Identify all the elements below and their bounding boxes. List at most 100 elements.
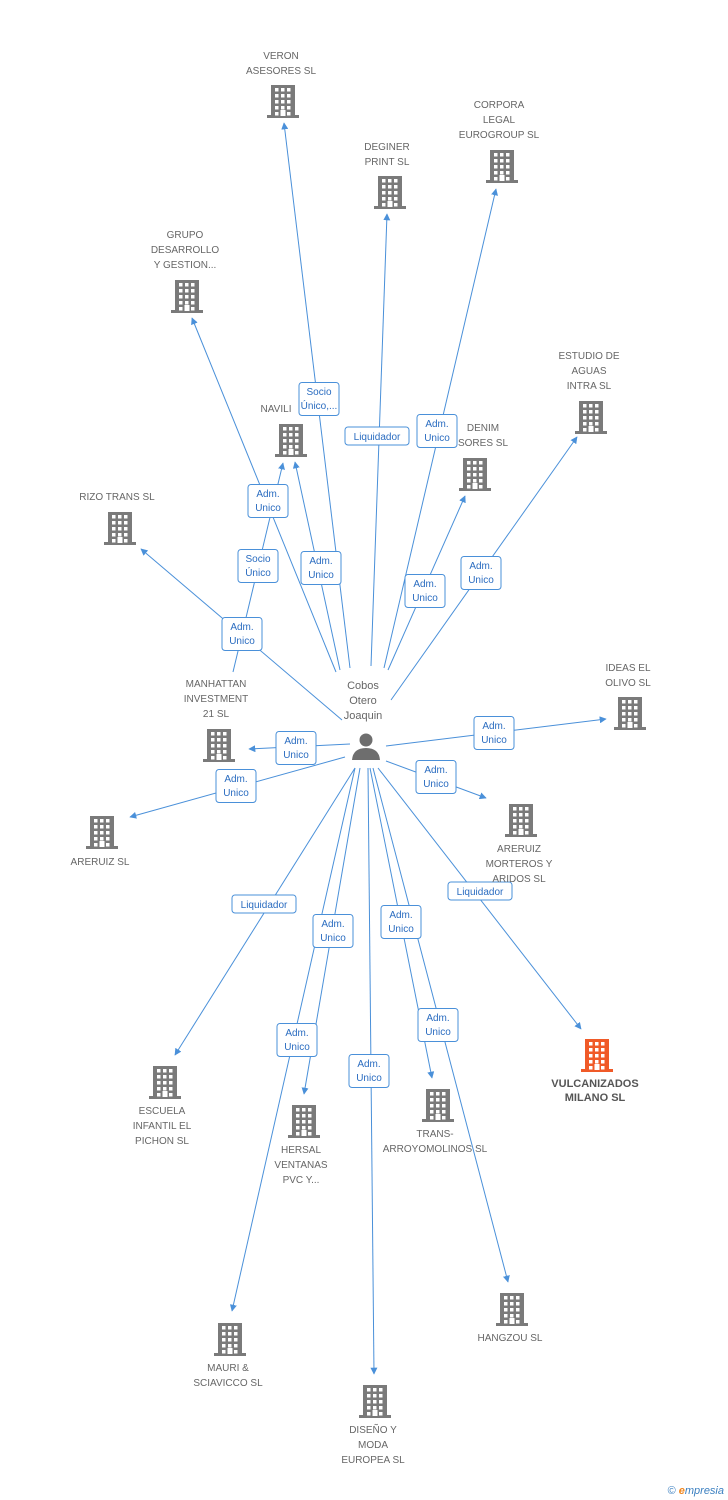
- company-name-line: DESARROLLO: [151, 245, 220, 256]
- edge-labels-layer: SocioÚnico,...LiquidadorAdm.UnicoAdm.Uni…: [215, 382, 515, 1088]
- edge-label-navili[interactable]: Adm.Unico: [300, 551, 342, 585]
- building-icon[interactable]: [288, 1105, 320, 1138]
- edge-label-mauri[interactable]: Adm.Unico: [276, 1023, 318, 1057]
- edge-label-areruiz[interactable]: Adm.Unico: [215, 769, 257, 803]
- company-name-line: PICHON SL: [135, 1136, 189, 1147]
- edge-label-text: Unico: [320, 933, 346, 944]
- edge-label-deginer[interactable]: Liquidador: [344, 426, 410, 446]
- company-name-line: DISEÑO Y: [349, 1423, 397, 1436]
- building-icon[interactable]: [581, 1039, 613, 1072]
- person-name-line: Joaquin: [344, 710, 383, 722]
- company-node-hersal[interactable]: HERSAL VENTANAS PVC Y...: [274, 1105, 328, 1186]
- building-icon[interactable]: [505, 804, 537, 837]
- edge-label-text: Adm.: [321, 919, 344, 930]
- company-name-line: HERSAL: [281, 1145, 321, 1156]
- edge-label-text: Adm.: [256, 489, 279, 500]
- edge-label-box: [276, 1023, 318, 1057]
- edge-label-text: Adm.: [224, 774, 247, 785]
- empresia-watermark[interactable]: ©empresia: [668, 1485, 724, 1497]
- edge-label-denim[interactable]: Adm.Unico: [404, 574, 446, 608]
- edge-label-veron[interactable]: SocioÚnico,...: [298, 382, 340, 416]
- edge-label-box: [404, 574, 446, 608]
- building-icon[interactable]: [486, 150, 518, 183]
- building-icon[interactable]: [459, 458, 491, 491]
- edge-label-estudio[interactable]: Adm.Unico: [460, 556, 502, 590]
- edge-label-rizo[interactable]: Adm.Unico: [221, 617, 263, 651]
- edge-label-hangzou[interactable]: Adm.Unico: [417, 1008, 459, 1042]
- edge-label-corpora[interactable]: Adm. Unico: [416, 414, 458, 448]
- edge-label-box: [247, 484, 289, 518]
- building-icon[interactable]: [214, 1323, 246, 1356]
- company-name-line: RIZO TRANS SL: [79, 492, 155, 503]
- company-name-line: MILANO SL: [565, 1092, 626, 1104]
- building-icon[interactable]: [374, 176, 406, 209]
- edge-label-grupo[interactable]: Adm.Unico: [247, 484, 289, 518]
- building-icon[interactable]: [203, 729, 235, 762]
- building-icon[interactable]: [575, 401, 607, 434]
- building-icon[interactable]: [171, 280, 203, 313]
- building-icon[interactable]: [149, 1066, 181, 1099]
- person-name-line: Otero: [349, 695, 377, 707]
- edge-label-box: [221, 617, 263, 651]
- company-name-line: ARIDOS SL: [492, 874, 546, 885]
- edge-label-text: Unico: [283, 750, 309, 761]
- company-name-line: PVC Y...: [283, 1175, 320, 1186]
- building-icon[interactable]: [104, 512, 136, 545]
- company-name-line: SORES SL: [458, 438, 508, 449]
- building-icon[interactable]: [275, 424, 307, 457]
- edge-label-text: Adm.: [230, 622, 253, 633]
- edge-label-ideas[interactable]: Adm.Unico: [473, 716, 515, 750]
- building-icon[interactable]: [422, 1089, 454, 1122]
- edge-label-diseno[interactable]: Adm.Unico: [348, 1054, 390, 1088]
- edge-label-text: Adm.: [425, 419, 448, 430]
- edge-label-box: [312, 914, 354, 948]
- building-icon[interactable]: [496, 1293, 528, 1326]
- edge-label-box: [231, 894, 297, 914]
- edge-label-areruiz_mort[interactable]: Adm.Unico: [415, 760, 457, 794]
- company-name-line: VENTANAS: [274, 1160, 327, 1171]
- edge-label-text: Liquidador: [241, 900, 288, 911]
- edge-label-box: [237, 549, 279, 583]
- company-node-rizo[interactable]: RIZO TRANS SL: [79, 492, 155, 545]
- building-icon[interactable]: [614, 697, 646, 730]
- edge-label-hersal[interactable]: Adm. Unico: [312, 914, 354, 948]
- company-name-line: VERON: [263, 51, 299, 62]
- edge-label-box: [215, 769, 257, 803]
- company-name-line: ESTUDIO DE: [558, 351, 619, 362]
- company-name-line: HANGZOU SL: [477, 1333, 542, 1344]
- edge-label-vulcanizados[interactable]: Liquidador: [447, 881, 513, 901]
- company-node-navili[interactable]: NAVILI: [261, 404, 307, 457]
- building-icon[interactable]: [86, 816, 118, 849]
- company-node-hangzou[interactable]: HANGZOU SL: [477, 1293, 543, 1344]
- building-icon[interactable]: [359, 1385, 391, 1418]
- edge-label-manhattan[interactable]: Adm.Unico: [275, 731, 317, 765]
- edge-label-text: Adm.: [482, 721, 505, 732]
- edge-label-trans[interactable]: Adm.Unico: [380, 905, 422, 939]
- building-icon[interactable]: [267, 85, 299, 118]
- edge-label-escuela[interactable]: Liquidador: [231, 894, 297, 914]
- edge-label-text: Unico: [424, 433, 450, 444]
- company-node-mauri[interactable]: MAURI &SCIAVICCO SL: [193, 1323, 263, 1389]
- edge-label-text: Único: [245, 566, 271, 579]
- company-node-trans[interactable]: TRANS-ARROYOMOLINOS SL: [383, 1089, 488, 1155]
- company-node-areruiz[interactable]: ARERUIZ SL: [71, 816, 130, 868]
- company-name-line: DEGINER: [364, 142, 410, 153]
- company-name-line: ARERUIZ SL: [71, 857, 130, 868]
- company-name-line: MORTEROS Y: [486, 859, 553, 870]
- company-name-line: EUROGROUP SL: [459, 130, 540, 141]
